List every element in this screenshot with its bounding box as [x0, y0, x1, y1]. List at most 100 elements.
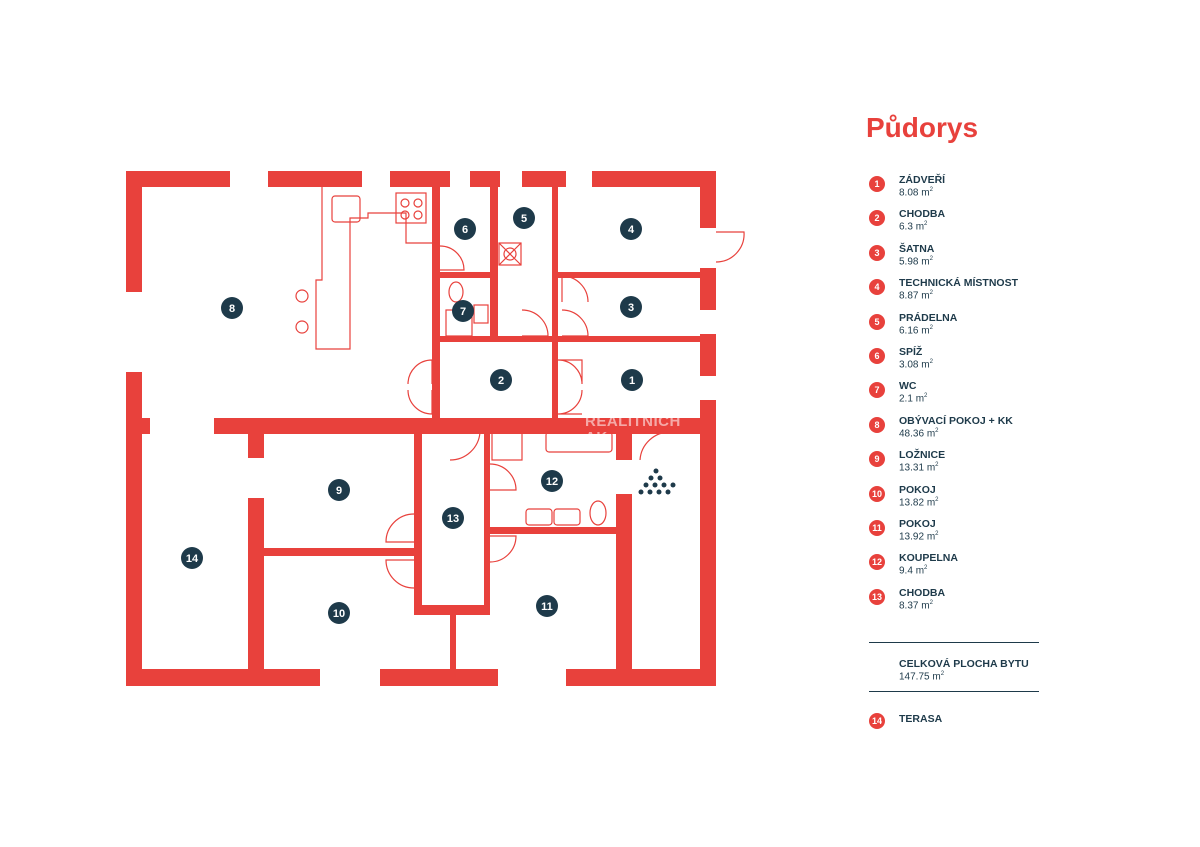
- wall-laundry-right: [552, 187, 558, 418]
- wall-living-right: [432, 187, 440, 418]
- legend-item-name: TERASA: [899, 713, 943, 725]
- legend-item-name: POKOJ: [899, 483, 936, 496]
- wc-sink: [473, 304, 489, 324]
- legend-item-area-value: 8.37: [899, 600, 919, 612]
- room-badge-3: 3: [620, 296, 642, 318]
- legend-item-area-unit-sup: 2: [935, 496, 939, 503]
- window: [616, 460, 632, 494]
- legend-item-area-unit: m: [921, 187, 930, 199]
- window: [500, 171, 522, 187]
- room-label-4: 4: [628, 224, 635, 236]
- room-label-12: 12: [546, 476, 558, 488]
- washer-x: [498, 242, 522, 266]
- room-badge-1: 1: [621, 369, 643, 391]
- legend-item-area-value: 9.4: [899, 565, 913, 577]
- room-badge-5: 5: [513, 207, 535, 229]
- legend-item-area-unit: m: [926, 428, 936, 440]
- room-label-7: 7: [460, 306, 466, 318]
- stool: [295, 289, 309, 303]
- terrace-mark: [700, 546, 716, 556]
- doors: [385, 231, 745, 589]
- dot: [652, 482, 658, 488]
- dot: [648, 475, 654, 481]
- legend-badge: 7: [869, 382, 885, 399]
- room-label-2: 2: [498, 375, 504, 387]
- legend-item-area-value: 2.1: [899, 393, 913, 405]
- legend-item-area-unit: m: [926, 531, 936, 543]
- legend-item-area-unit-sup: 2: [929, 358, 933, 365]
- legend-item-area-unit: m: [921, 359, 930, 371]
- legend-item-area: 3.08 m2: [899, 359, 933, 370]
- window: [450, 171, 470, 187]
- sink: [331, 195, 361, 223]
- legend-item-area-value: 3.08: [899, 359, 919, 371]
- window: [362, 171, 390, 187]
- legend-item-name: CHODBA: [899, 586, 946, 599]
- legend-item-area-unit: m: [926, 462, 936, 474]
- legend-item-area-unit-sup: 2: [929, 255, 933, 262]
- legend-item-name: ŠATNA: [899, 242, 935, 255]
- window: [700, 310, 716, 334]
- door: [385, 559, 415, 589]
- divider-top: [869, 642, 1039, 643]
- room-badge-6: 6: [454, 218, 476, 240]
- window: [150, 418, 214, 434]
- legend-item-area-unit: m: [915, 393, 925, 405]
- legend-badge: 8: [869, 416, 885, 433]
- dot: [643, 482, 649, 488]
- legend-item-area: 13.31 m2: [899, 462, 939, 473]
- dot: [647, 489, 653, 495]
- room-label-6: 6: [462, 224, 468, 236]
- door: [715, 231, 745, 263]
- toilet: [448, 281, 464, 303]
- total-area-unit: m: [932, 671, 941, 683]
- legend-item-area-unit: m: [926, 496, 936, 508]
- kitchen-counter: [315, 187, 432, 350]
- legend-item-area: 9.4 m2: [899, 565, 927, 576]
- window: [700, 376, 716, 400]
- total-area-number: 147.75: [899, 671, 930, 683]
- room-badge-14: 14: [181, 547, 203, 569]
- door: [489, 535, 517, 563]
- total-area-block: CELKOVÁ PLOCHA BYTU 147.75 m2: [866, 642, 1046, 702]
- legend-item-name: PRÁDELNA: [899, 311, 958, 324]
- legend-item-area: 2.1 m2: [899, 393, 927, 404]
- door: [385, 513, 415, 543]
- legend-item-name: WC: [899, 380, 917, 393]
- room-badge-13: 13: [442, 507, 464, 529]
- legend-item-name: OBÝVACÍ POKOJ + KK: [899, 414, 1013, 427]
- door: [639, 431, 671, 461]
- wall-tech-bottom: [558, 272, 700, 278]
- legend-item-area-value: 13.31: [899, 462, 925, 474]
- dot: [653, 468, 659, 474]
- legend-item-area: 8.37 m2: [899, 600, 933, 611]
- burner: [413, 210, 423, 220]
- bath-toilet: [589, 500, 607, 526]
- window: [566, 171, 592, 187]
- room-badge-2: 2: [490, 369, 512, 391]
- window: [248, 458, 264, 498]
- legend-item-area-value: 6.3: [899, 221, 913, 233]
- bath-basin: [553, 508, 581, 526]
- legend-item-area-unit-sup: 2: [929, 599, 933, 606]
- wall-pantry-right: [490, 187, 498, 336]
- terrace-edges: [126, 425, 716, 686]
- legend-badge: 10: [869, 485, 885, 502]
- wall-wc-bottom: [440, 336, 558, 342]
- cooktop: [395, 192, 427, 224]
- legend-item-area-unit-sup: 2: [924, 565, 928, 572]
- room-badge-9: 9: [328, 479, 350, 501]
- legend-item-area-unit: m: [921, 256, 930, 268]
- door: [439, 245, 465, 271]
- legend-item-area-value: 8.87: [899, 290, 919, 302]
- legend-item-name: KOUPELNA: [899, 552, 958, 565]
- dot: [657, 475, 663, 481]
- wall-bath-bottom: [490, 527, 616, 534]
- legend-item-area-value: 13.82: [899, 496, 925, 508]
- dot: [661, 482, 667, 488]
- legend-item-name: TECHNICKÁ MÍSTNOST: [899, 277, 1018, 290]
